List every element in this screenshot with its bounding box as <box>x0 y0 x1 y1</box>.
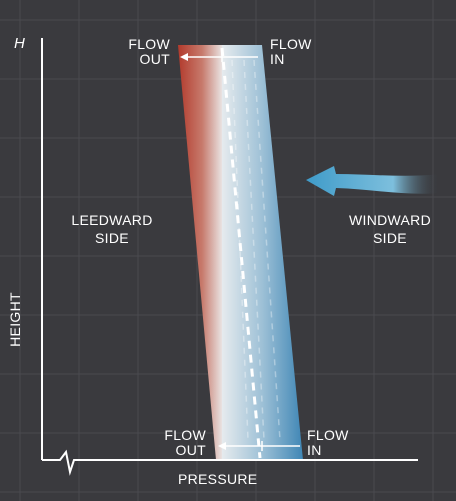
bottom-flow-in-label: FLOW IN <box>307 427 349 458</box>
inflow-pressure-band <box>222 45 303 460</box>
x-axis-label: PRESSURE <box>178 471 258 487</box>
top-flow-in-label: FLOW IN <box>270 36 312 67</box>
neutral-pressure-line <box>220 47 262 459</box>
top-flow-arrow <box>180 52 258 62</box>
inflow-streaks <box>231 59 281 441</box>
leeward-side-label: LEEDWARD SIDE <box>71 212 153 246</box>
top-flow-out-label: FLOW OUT <box>128 36 170 67</box>
bottom-flow-arrow <box>218 441 300 451</box>
outflow-pressure-band <box>178 45 222 460</box>
wind-arrow <box>306 166 440 196</box>
y-axis-label: HEIGHT <box>6 292 23 347</box>
bottom-flow-out-label: FLOW OUT <box>164 427 206 458</box>
axes <box>41 38 418 476</box>
y-axis-symbol: H <box>14 35 26 52</box>
windward-side-label: WINDWARD SIDE <box>349 212 431 246</box>
